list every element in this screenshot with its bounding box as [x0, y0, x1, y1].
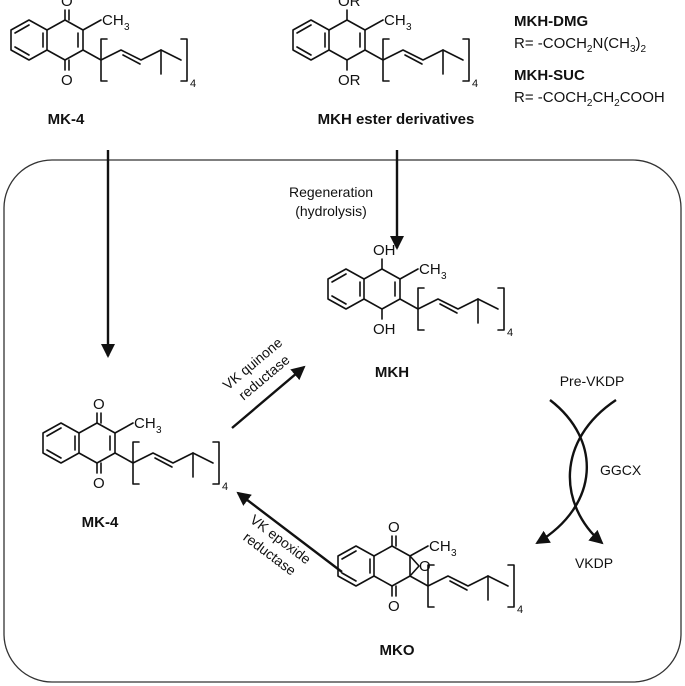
svg-text:CH: CH: [384, 12, 406, 29]
svg-text:OH: OH: [373, 242, 396, 259]
svg-text:3: 3: [406, 22, 412, 33]
mk4-cycle-structure: O O CH 3 4: [42, 396, 228, 493]
svg-text:MKH-SUC: MKH-SUC: [514, 67, 585, 84]
arc-prevkdp-to-vkdp: [568, 399, 617, 545]
svg-text:CH: CH: [134, 415, 156, 432]
svg-text:4: 4: [190, 78, 196, 90]
svg-text:VKDP: VKDP: [575, 555, 613, 571]
r-group-legend: MKH-DMG R= -COCH2N(CH3)2 MKH-SUC R= -COC…: [514, 13, 665, 109]
svg-text:MKH-DMG: MKH-DMG: [514, 13, 588, 30]
svg-text:4: 4: [222, 481, 228, 493]
svg-text:O: O: [61, 72, 73, 89]
arc-mkh-to-mko: [535, 399, 589, 545]
svg-text:3: 3: [124, 22, 130, 33]
svg-text:Regeneration: Regeneration: [289, 184, 373, 200]
arrow-quinone-reductase: [231, 365, 306, 429]
mko-structure: O O O CH 3 4: [337, 519, 523, 616]
svg-text:O: O: [93, 475, 105, 492]
cell-boundary: [3, 159, 682, 683]
arrow-epoxide-reductase: [236, 491, 343, 573]
svg-text:Pre-VKDP: Pre-VKDP: [560, 373, 625, 389]
svg-text:OR: OR: [338, 0, 361, 10]
svg-text:O: O: [388, 598, 400, 615]
svg-text:4: 4: [472, 78, 478, 90]
svg-text:GGCX: GGCX: [600, 462, 642, 478]
mkh-structure: OH OH CH 3 4: [327, 242, 513, 339]
svg-text:(hydrolysis): (hydrolysis): [295, 203, 367, 219]
svg-text:3: 3: [156, 425, 162, 436]
label-mkh: MKH: [375, 364, 409, 381]
mkh-ester-structure: OR OR CH 3 4: [292, 0, 478, 90]
svg-text:OR: OR: [338, 72, 361, 89]
label-mko: MKO: [380, 642, 415, 659]
svg-text:3: 3: [451, 548, 457, 559]
svg-text:4: 4: [517, 604, 523, 616]
label-mk4-cycle: MK-4: [82, 514, 119, 531]
svg-text:4: 4: [507, 327, 513, 339]
svg-text:O: O: [61, 0, 73, 10]
svg-text:O: O: [93, 396, 105, 413]
svg-text:CH: CH: [429, 538, 451, 555]
svg-text:3: 3: [441, 271, 447, 282]
label-mkh-esters: MKH ester derivatives: [318, 111, 475, 128]
label-mk4-top: MK-4: [48, 111, 85, 128]
svg-text:OH: OH: [373, 321, 396, 338]
svg-text:CH: CH: [102, 12, 124, 29]
svg-text:CH: CH: [419, 261, 441, 278]
mk4-top-structure: O O CH 3 4: [10, 0, 196, 90]
svg-text:O: O: [419, 558, 431, 575]
svg-text:O: O: [388, 519, 400, 536]
svg-text:R= -COCH2CH2COOH: R= -COCH2CH2COOH: [514, 89, 665, 109]
svg-text:R= -COCH2N(CH3)2: R= -COCH2N(CH3)2: [514, 35, 647, 55]
